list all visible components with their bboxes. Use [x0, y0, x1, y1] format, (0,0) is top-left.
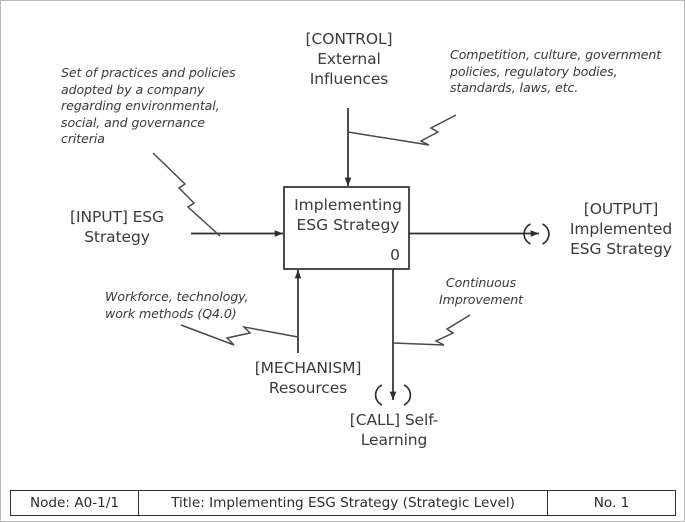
output-tunnel-right-paren — [542, 223, 550, 245]
footer-number-cell: No. 1 — [593, 495, 630, 511]
input-note-leader-icon — [152, 152, 221, 237]
footer-title-cell: Title: Implementing ESG Strategy (Strate… — [139, 491, 548, 515]
mechanism-note: Workforce, technology, work methods (Q4.… — [105, 289, 249, 321]
footer-bar: Node: A0-1/1 Title: Implementing ESG Str… — [10, 490, 676, 516]
control-note-leader-icon — [347, 114, 457, 146]
call-note-leader-icon — [392, 314, 471, 346]
call-tunnel-right-paren — [403, 384, 412, 406]
activity-box — [283, 186, 410, 270]
control-note: Competition, culture, government policie… — [450, 47, 662, 96]
footer-node-cell: Node: A0-1/1 — [11, 491, 139, 515]
activity-box-title: Implementing ESG Strategy — [294, 196, 402, 235]
mechanism-note-leader-icon — [180, 324, 299, 346]
input-label: [INPUT] ESG Strategy — [70, 208, 164, 247]
call-label: [CALL] Self- Learning — [349, 411, 439, 450]
output-label: [OUTPUT] Implemented ESG Strategy — [569, 200, 673, 259]
call-note: Continuous Improvement — [439, 275, 523, 307]
activity-box-number: 0 — [390, 246, 400, 264]
call-tunnel-left-paren — [374, 384, 383, 406]
control-label: [CONTROL] External Influences — [305, 30, 393, 89]
mechanism-label: [MECHANISM] Resources — [254, 359, 362, 398]
output-tunnel-left-paren — [523, 223, 531, 245]
input-note: Set of practices and policies adopted by… — [61, 65, 236, 147]
